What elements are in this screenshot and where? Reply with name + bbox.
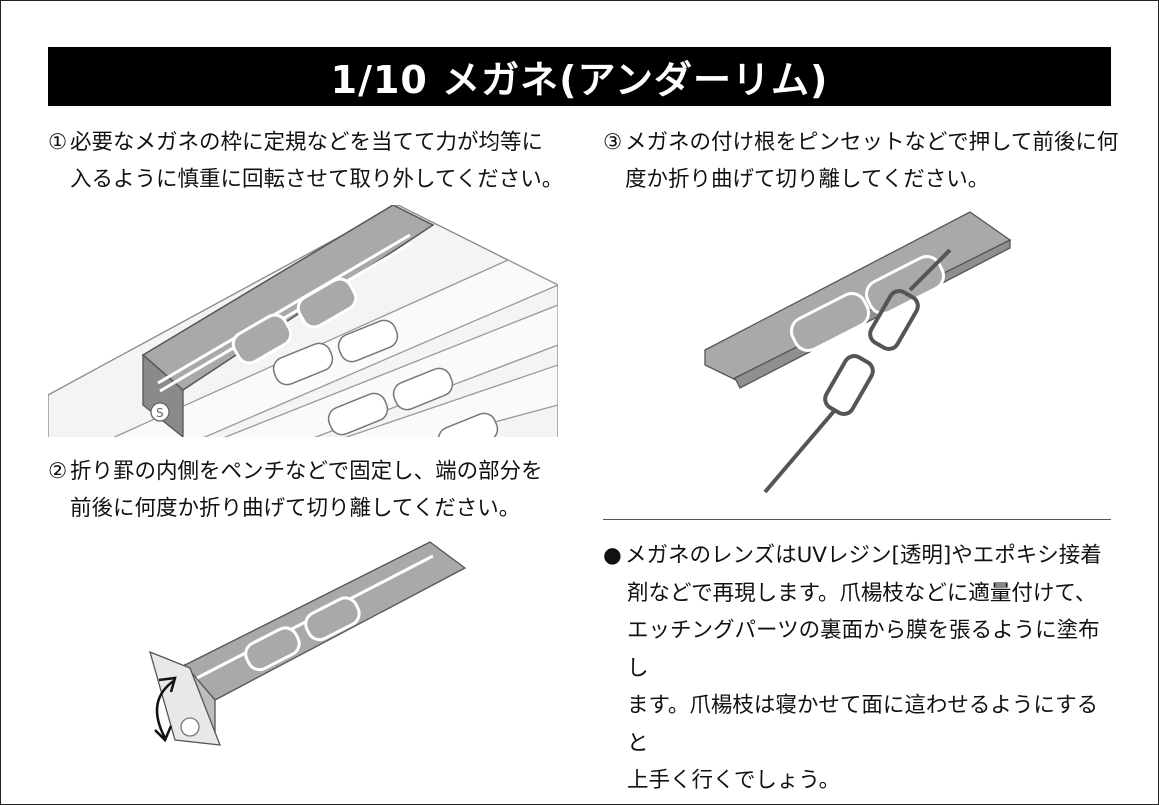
note-line-1: ●メガネのレンズはUVレジン[透明]やエポキシ接着 (603, 537, 1113, 575)
etched-sheet-illustration: S (48, 205, 558, 437)
note-text-1: メガネのレンズはUVレジン[透明]やエポキシ接着 (625, 543, 1102, 568)
section-divider (603, 519, 1111, 520)
sheet-marker (150, 402, 170, 422)
folding-tab-illustration (149, 541, 467, 746)
step-2-text-2: 前後に何度か折り曲げて切り離してください。 (70, 496, 521, 521)
note-text-2: 剤などで再現します。爪楊枝などに適量付けて、 (627, 580, 1097, 606)
step-1-text-1: 必要なメガネの枠に定規などを当てて力が均等に (70, 130, 544, 155)
page-title: 1/10 メガネ(アンダーリム) (48, 47, 1111, 106)
step-2-text-1: 折り罫の内側をペンチなどで固定し、端の部分を (70, 459, 543, 484)
sheet-marker-text: S (156, 406, 164, 420)
lens-note: ●メガネのレンズはUVレジン[透明]やエポキシ接着 剤などで再現します。爪楊枝な… (603, 537, 1113, 800)
bullet-icon: ● (603, 543, 622, 568)
note-text-5: 上手く行くでしょう。 (627, 768, 841, 793)
step-3-text-1: メガネの付け根をピンセットなどで押して前後に何 (625, 130, 1119, 155)
step-3-text-2: 度か折り曲げて切り離してください。 (625, 167, 990, 192)
step-2-number: ② (48, 459, 68, 484)
step-3-number: ③ (603, 130, 623, 155)
step-1-text-2: 入るように慎重に回転させて取り外してください。 (70, 167, 564, 192)
step-1-number: ① (48, 130, 68, 155)
note-text-3: エッチングパーツの裏面から膜を張るように塗布し (627, 618, 1100, 681)
note-text-4: ます。爪楊枝は寝かせて面に這わせるようにすると (627, 693, 1099, 756)
detaching-glasses-illustration (704, 211, 1012, 494)
